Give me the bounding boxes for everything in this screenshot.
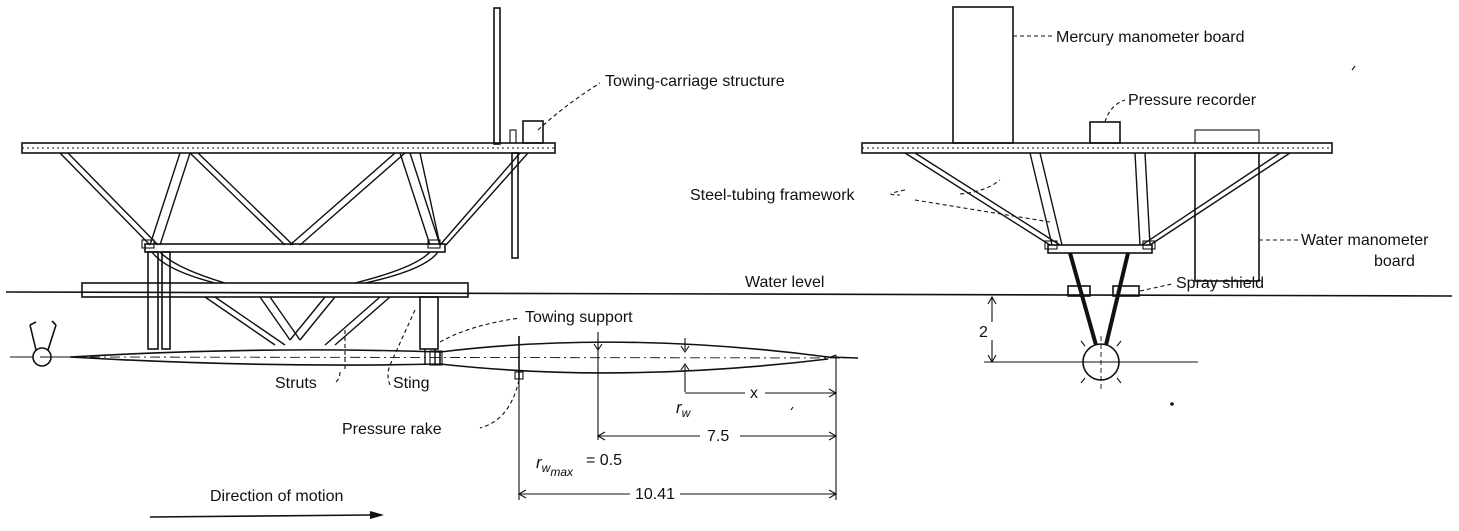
model-dimension-marks: [517, 332, 838, 500]
label-pressure-rake: Pressure rake: [342, 421, 442, 438]
label-rw: rw: [676, 398, 692, 420]
right-carriage-deck: [861, 129, 1333, 154]
label-depth-value: 2: [979, 324, 988, 341]
pressure-rake: [514, 336, 524, 380]
label-water-manometer-line2: board: [1374, 253, 1415, 270]
label-direction-of-motion: Direction of motion: [210, 488, 343, 505]
label-dim-x: x: [750, 385, 758, 402]
right-leader-lines: [890, 35, 1298, 292]
left-truss-framework: [59, 152, 529, 253]
right-truss-framework: [904, 152, 1291, 254]
label-water-level: Water level: [745, 274, 824, 291]
label-water-manometer-line1: Water manometer: [1301, 232, 1429, 249]
water-level-line: [5, 291, 1453, 297]
water-manometer-board: [1194, 152, 1260, 282]
label-steel-tubing-framework: Steel-tubing framework: [690, 187, 856, 204]
left-struts: [204, 296, 439, 372]
tail-fins: [10, 320, 57, 367]
right-support-struts: [1067, 252, 1140, 346]
left-shield-plate: [81, 282, 469, 298]
label-pressure-recorder: Pressure recorder: [1128, 92, 1257, 109]
depth-dimension: [790, 65, 1356, 411]
label-towing-carriage-structure: Towing-carriage structure: [605, 73, 785, 90]
label-dim-10-41: 10.41: [635, 486, 675, 503]
label-towing-support: Towing support: [525, 309, 633, 326]
label-struts: Struts: [275, 375, 317, 392]
model-body: [40, 341, 859, 374]
label-spray-shield: Spray shield: [1176, 275, 1264, 292]
towing-support-strut: [424, 349, 436, 365]
left-lower-supports: [147, 251, 439, 350]
label-mercury-manometer-board: Mercury manometer board: [1056, 29, 1245, 46]
model-cross-section: [984, 336, 1198, 392]
left-leader-lines: [335, 82, 601, 429]
left-mast: [493, 7, 544, 259]
label-sting: Sting: [393, 375, 429, 392]
pressure-recorder-box: [1089, 121, 1121, 144]
label-rw-max-value: = 0.5: [586, 452, 622, 469]
direction-arrow: [149, 511, 384, 519]
label-rw-max: rwmax: [536, 453, 574, 479]
label-dim-7-5: 7.5: [707, 428, 729, 445]
left-carriage-deck: [21, 142, 556, 154]
mercury-manometer-board: [952, 6, 1014, 144]
